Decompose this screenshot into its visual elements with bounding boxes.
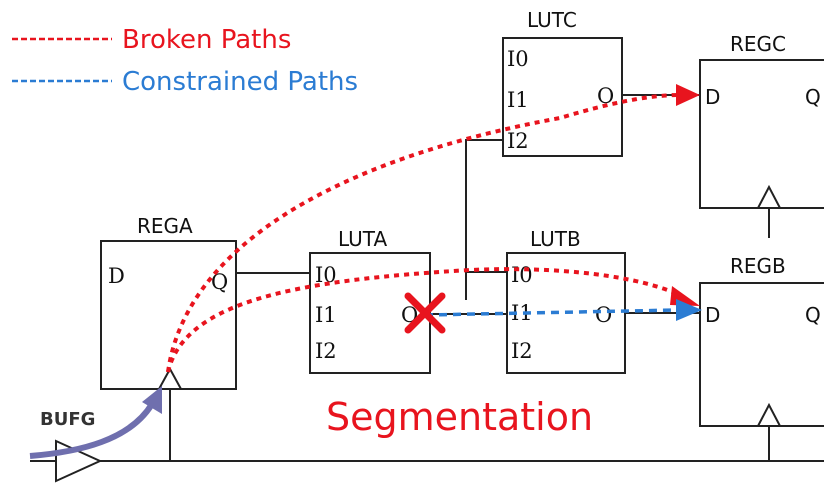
regb-d-pin: D: [705, 303, 720, 327]
arrowhead-icon: [676, 84, 700, 106]
regc-title: REGC: [730, 32, 786, 56]
segmentation-label: Segmentation: [326, 395, 593, 439]
register-regc: REGC D Q: [699, 32, 824, 209]
rega-d-pin: D: [108, 264, 125, 288]
lut-lutc: LUTC I0 I1 I2 O: [502, 8, 623, 157]
broken-path-rega-to-regb: [166, 267, 683, 373]
clock-triangle-icon: [756, 402, 782, 427]
register-rega: REGA D Q: [100, 214, 237, 390]
clock-triangle-icon: [157, 366, 183, 390]
cross-mark-icon: [404, 292, 446, 334]
legend-constrained-label: Constrained Paths: [122, 67, 358, 97]
lut-luta: LUTA I0 I1 I2 O: [309, 227, 431, 374]
arrowhead-icon: [676, 299, 702, 321]
legend-broken-label: Broken Paths: [122, 25, 291, 55]
lutb-o-pin: O: [595, 303, 612, 327]
clock-triangle-icon: [756, 184, 782, 209]
constrained-path-luta-to-regb: [424, 308, 679, 317]
lutb-title: LUTB: [530, 227, 581, 251]
constrained-paths: [424, 299, 702, 321]
lutb-i2-pin: I2: [511, 339, 533, 363]
broken-path-rega-to-regc: [166, 93, 677, 373]
luta-i1-pin: I1: [315, 303, 337, 327]
clock-insertion-arrow: [29, 402, 155, 459]
wire-to-lutc-i2: [465, 139, 503, 300]
lutb-i0-pin: I0: [511, 263, 533, 287]
regc-q-pin: Q: [805, 85, 821, 109]
luta-title: LUTA: [338, 227, 387, 251]
lutc-i0-pin: I0: [507, 47, 529, 71]
lutc-box: [502, 37, 623, 157]
regb-q-pin: Q: [805, 303, 821, 327]
legend: Broken Paths Constrained Paths: [12, 25, 358, 97]
lutc-i1-pin: I1: [507, 88, 529, 112]
lutc-title: LUTC: [527, 8, 577, 32]
register-regb: REGB D Q: [699, 254, 824, 427]
regc-box: [699, 59, 824, 209]
bufg-label: BUFG: [40, 409, 95, 430]
rega-q-pin: Q: [211, 270, 228, 294]
rega-title: REGA: [137, 214, 193, 238]
luta-i0-pin: I0: [315, 263, 337, 287]
luta-i2-pin: I2: [315, 339, 337, 363]
lutc-i2-pin: I2: [507, 129, 529, 153]
arrowhead-icon: [142, 386, 162, 414]
lut-lutb: LUTB I0 I1 I2 O: [506, 227, 626, 374]
luta-box: [309, 252, 431, 374]
regc-d-pin: D: [705, 85, 720, 109]
regb-title: REGB: [730, 254, 786, 278]
buffer-bufg: BUFG: [29, 386, 162, 483]
lutb-i1-pin: I1: [511, 301, 533, 325]
lutc-o-pin: O: [597, 84, 614, 108]
